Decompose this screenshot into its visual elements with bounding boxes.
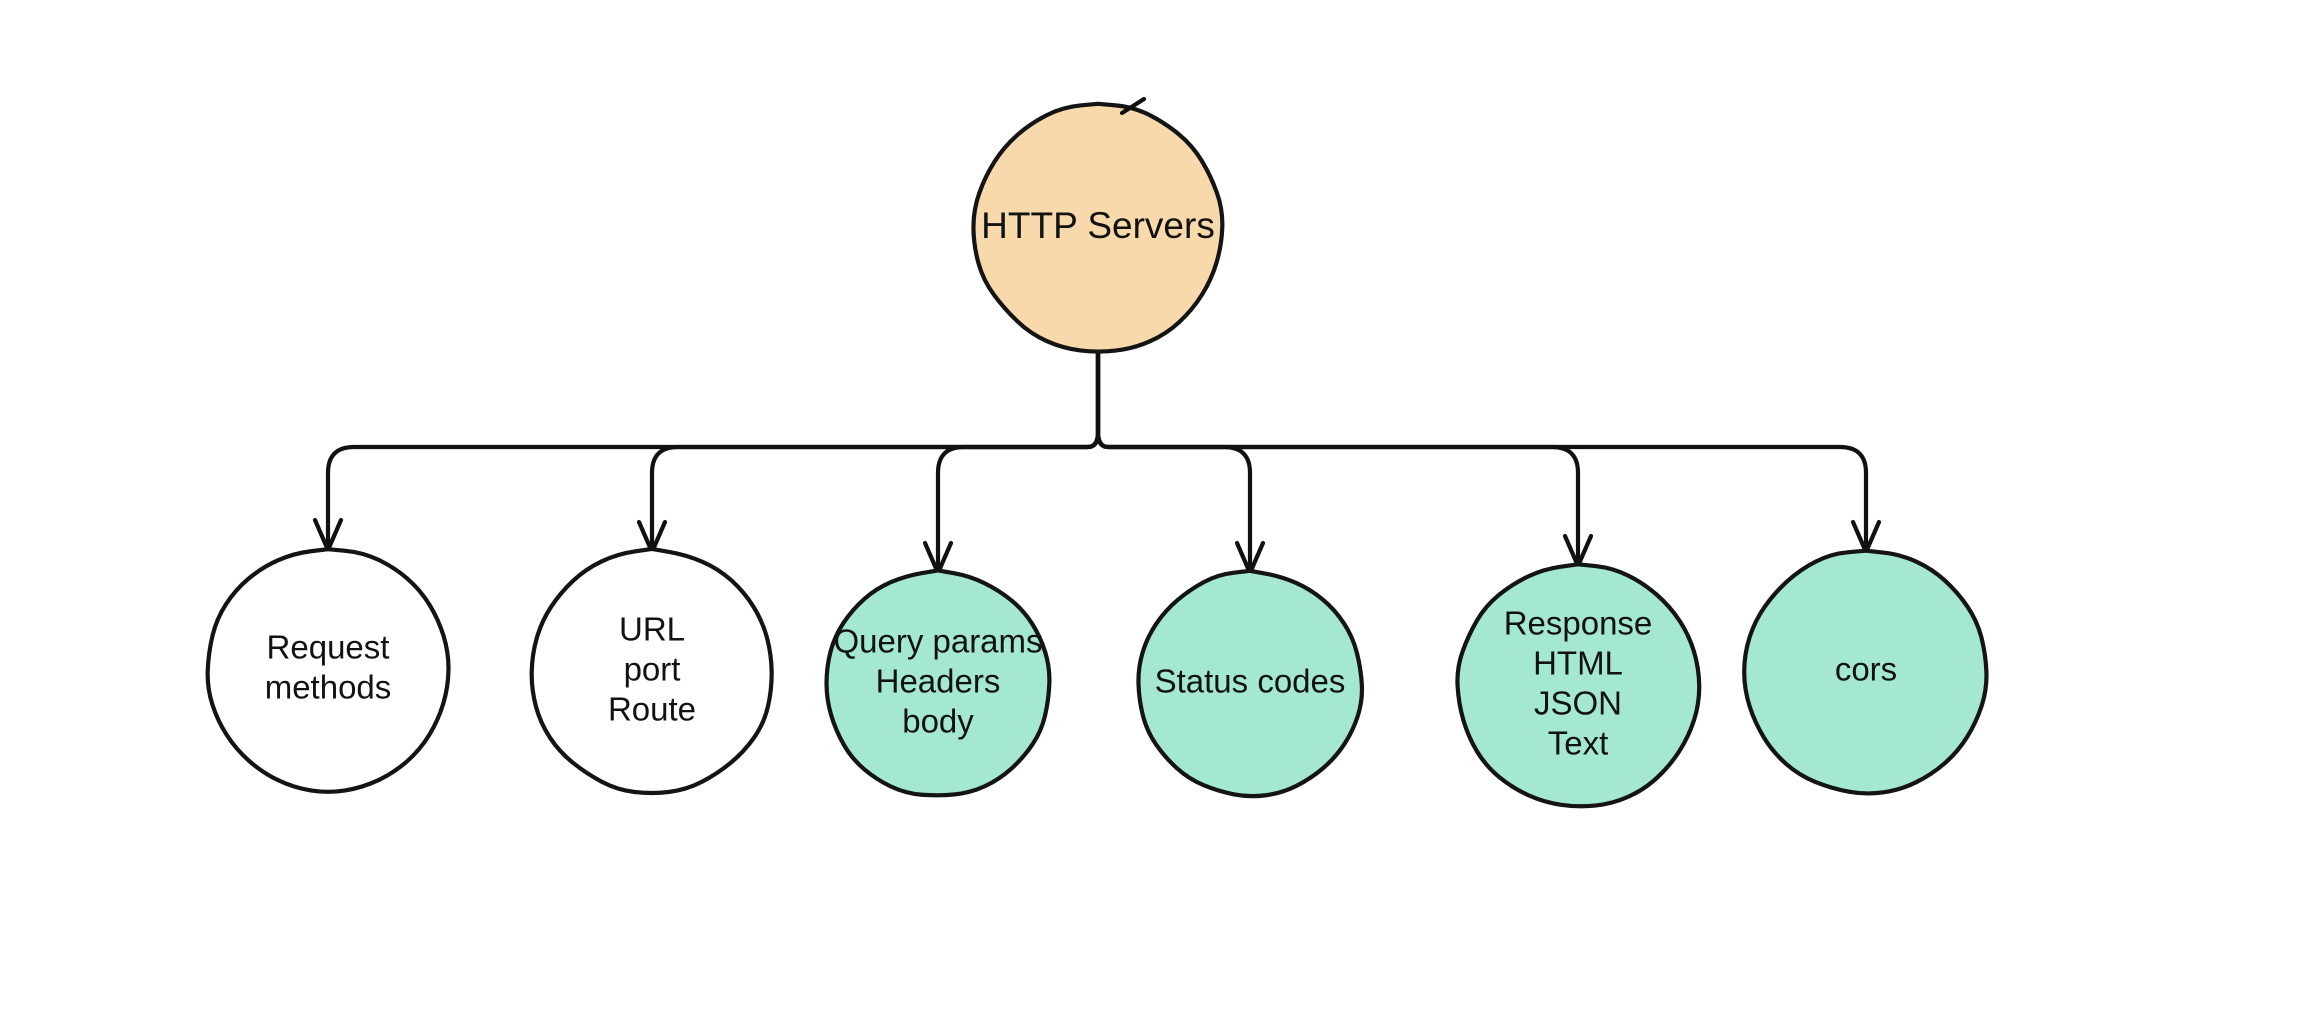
node-shape-status-codes[interactable] — [1136, 568, 1365, 799]
node-shape-http-servers[interactable] — [971, 101, 1225, 354]
node-http-servers[interactable] — [971, 101, 1225, 354]
edge-line-response-formats — [1095, 350, 1581, 565]
node-shape-query-params-headers-body[interactable] — [824, 568, 1052, 798]
node-response-formats[interactable] — [1455, 562, 1702, 809]
node-request-methods[interactable] — [205, 547, 451, 794]
edge-line-status-codes — [1095, 350, 1253, 572]
edge-line-url-port-route — [649, 350, 1101, 551]
edge-root-to-query-params-headers-body — [922, 350, 1101, 576]
edge-line-cors — [1095, 350, 1869, 551]
edge-line-query-params-headers-body — [935, 350, 1101, 572]
root-stroke-overshoot — [1119, 96, 1147, 116]
nodes-layer — [205, 101, 1989, 809]
edge-root-to-status-codes — [1095, 350, 1266, 576]
overshoot-tick-icon — [1119, 96, 1147, 116]
node-shape-cors[interactable] — [1742, 548, 1989, 796]
node-status-codes[interactable] — [1136, 568, 1365, 799]
edge-line-request-methods — [325, 350, 1101, 549]
edges-layer — [312, 350, 1882, 576]
node-shape-request-methods[interactable] — [205, 547, 451, 794]
node-query-params-headers-body[interactable] — [824, 568, 1052, 798]
node-shape-response-formats[interactable] — [1455, 562, 1702, 809]
edge-root-to-url-port-route — [636, 350, 1101, 555]
edge-root-to-cors — [1095, 350, 1882, 555]
node-cors[interactable] — [1742, 548, 1989, 796]
node-shape-url-port-route[interactable] — [529, 546, 774, 796]
edge-root-to-response-formats — [1095, 350, 1594, 569]
node-url-port-route[interactable] — [529, 546, 774, 796]
edge-root-to-request-methods — [312, 350, 1101, 553]
